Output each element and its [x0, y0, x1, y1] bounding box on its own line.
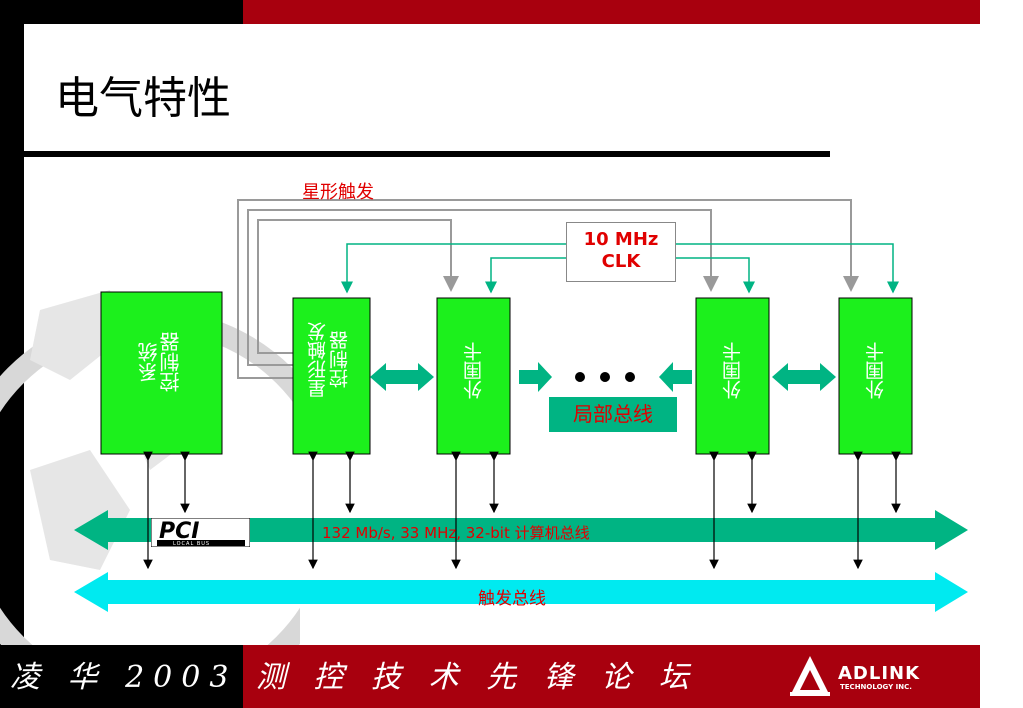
adlink-logo-tagline: TECHNOLOGY INC.	[840, 683, 912, 691]
trigger-bus-label: 触发总线	[478, 589, 546, 609]
peripheral-card-1-box	[436, 297, 511, 455]
adlink-logo-name: ADLINK	[838, 663, 921, 684]
star-trigger-controller-box	[292, 297, 371, 455]
local-bus-arrows	[370, 362, 836, 392]
clock-lines	[341, 243, 899, 294]
adlink-logo-icon	[790, 656, 830, 696]
star-trigger-label: 星形触发	[302, 182, 374, 203]
footer-red-band	[243, 645, 980, 708]
double-arrow-left	[370, 363, 434, 391]
ellipsis-dots	[575, 372, 635, 382]
top-frame-black	[0, 0, 243, 24]
trigger-bus-arrow	[74, 572, 968, 612]
peripheral-card-3-box	[838, 297, 913, 455]
left-frame-bar	[0, 0, 24, 708]
peripheral-card-3-label: 外围卡	[865, 342, 887, 399]
bus-connectors	[143, 451, 901, 570]
right-arrow	[519, 362, 552, 392]
title-underline	[24, 151, 830, 157]
pci-logo-text: PCI	[159, 519, 199, 544]
footer-black-band	[0, 645, 243, 708]
footer-title: 凌 华 2003 测 控 技 术 先 锋 论 坛	[10, 660, 698, 695]
system-controller-box	[100, 291, 223, 455]
double-arrow-right	[772, 363, 836, 391]
peripheral-card-2-label: 外围卡	[722, 342, 744, 399]
left-arrow	[659, 362, 692, 392]
clock-frequency: 10 MHz	[583, 229, 659, 250]
pci-logo-subtext: LOCAL BUS	[173, 541, 210, 547]
clock-source-box: 10 MHz CLK	[566, 222, 676, 282]
peripheral-card-1-label: 外围卡	[463, 342, 485, 399]
system-controller-label: 系统 控制器	[137, 332, 183, 392]
local-bus-label: 局部总线	[549, 397, 677, 432]
page-title: 电气特性	[55, 73, 231, 124]
clock-label: CLK	[601, 251, 641, 272]
star-trigger-controller-label: 星形触发 控制器	[307, 322, 351, 398]
pci-bus-arrow	[74, 510, 968, 550]
top-frame-red	[243, 0, 980, 24]
pci-bus-label: 132 Mb/s, 33 MHz, 32-bit 计算机总线	[322, 524, 590, 542]
peripheral-card-2-box	[695, 297, 770, 455]
pci-logo: PCI LOCAL BUS	[150, 517, 251, 548]
